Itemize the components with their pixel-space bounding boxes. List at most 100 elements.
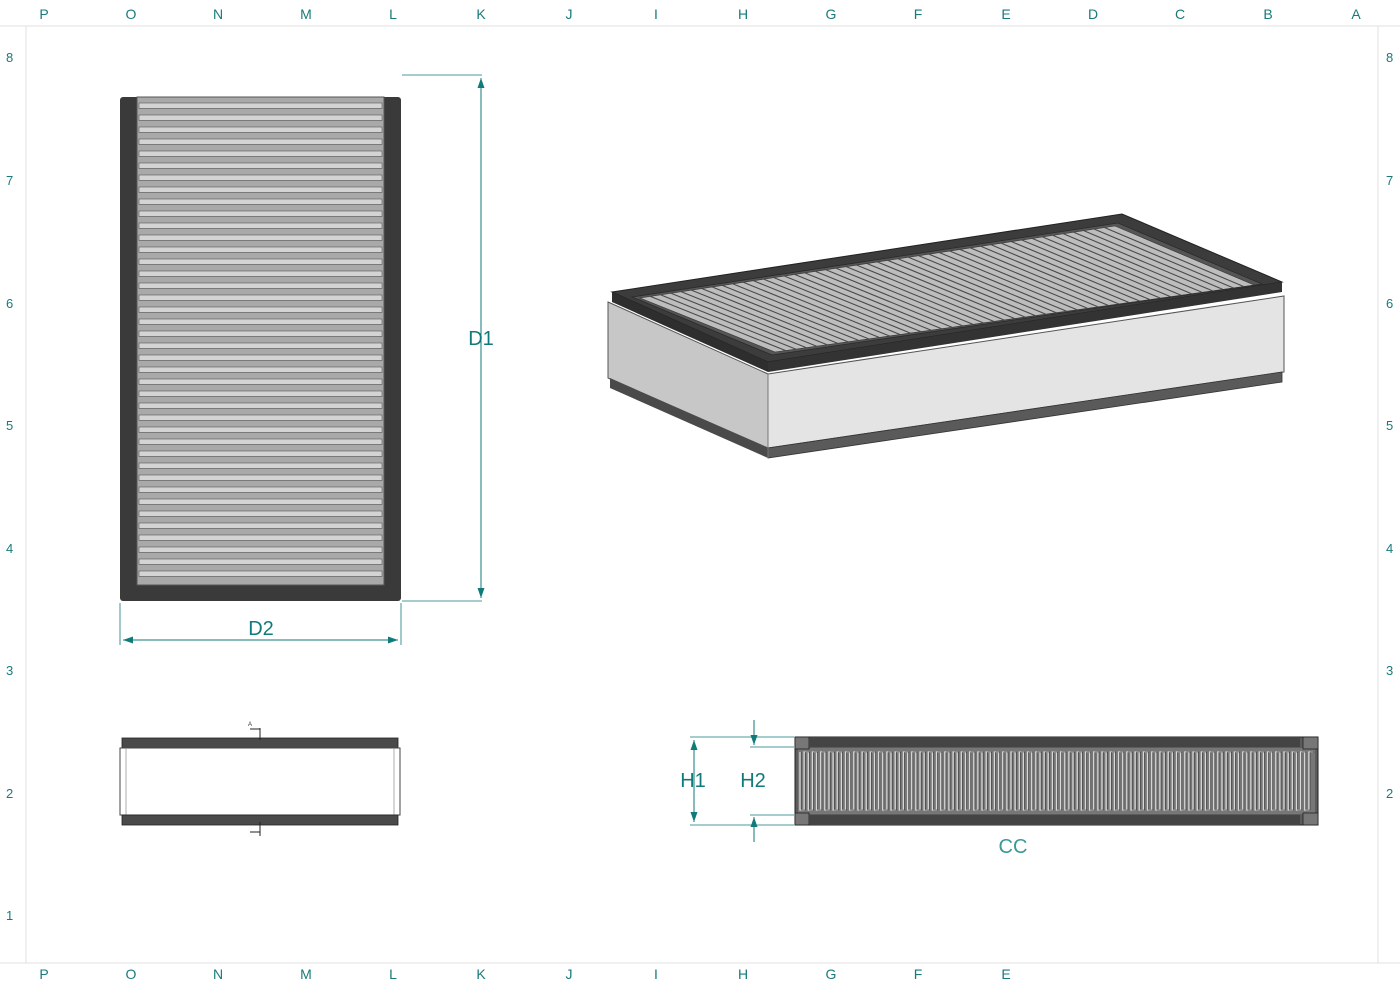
- pleat: [1063, 233, 1203, 293]
- pleat: [138, 534, 383, 541]
- pleat: [743, 281, 880, 338]
- pleat: [1083, 230, 1224, 290]
- pleat: [138, 114, 383, 121]
- grid-number: 4: [6, 541, 14, 556]
- pleat: [887, 259, 1026, 318]
- pleat: [138, 258, 383, 265]
- pleat: [990, 244, 1130, 304]
- grid-letter: P: [39, 966, 49, 982]
- pleat: [138, 306, 383, 313]
- pleat: [138, 450, 383, 457]
- grid-letter: N: [212, 6, 224, 22]
- top-view: [120, 96, 401, 601]
- pleat: [138, 234, 383, 241]
- dimension-label-h2: H2: [740, 770, 766, 792]
- grid-number: 6: [1386, 296, 1394, 311]
- dimension-label-h1: H1: [680, 770, 706, 792]
- pleat: [138, 414, 383, 421]
- grid-letter: L: [389, 966, 397, 982]
- pleat: [773, 277, 911, 334]
- section-bottom-band: [810, 815, 1300, 825]
- pleat: [866, 263, 1005, 321]
- pleat: [1042, 236, 1182, 296]
- front-view-body: [119, 747, 401, 816]
- pleat: [1032, 237, 1171, 298]
- pleat: [138, 126, 383, 133]
- dimension-label-d1: D1: [468, 328, 494, 350]
- grid-number: 3: [1386, 663, 1394, 678]
- pleat: [138, 474, 383, 481]
- iso-frame-band-right: [768, 282, 1282, 372]
- pleat: [138, 162, 383, 169]
- pleat: [1094, 228, 1234, 289]
- pleat: [670, 292, 807, 349]
- grid-letter: K: [476, 966, 486, 982]
- pleat: [138, 138, 383, 145]
- pleat: [138, 390, 383, 397]
- grid-letter: H: [737, 966, 749, 982]
- grid-number: 8: [6, 50, 14, 65]
- pleat: [722, 284, 859, 341]
- pleat: [835, 267, 974, 325]
- grid-letter: C: [1174, 6, 1186, 22]
- pleat: [138, 522, 383, 529]
- pleat: [138, 102, 383, 109]
- pleat: [138, 570, 383, 577]
- pleat: [138, 438, 383, 445]
- sheet-border: [0, 25, 1400, 964]
- pleat: [138, 294, 383, 301]
- pleat: [138, 330, 383, 337]
- pleat: [138, 486, 383, 493]
- pleat: [1052, 234, 1192, 295]
- pleat: [856, 264, 994, 322]
- pleat: [732, 283, 869, 340]
- grid-letter: O: [125, 966, 137, 982]
- pleat: [877, 261, 1015, 320]
- pleat: [138, 222, 383, 229]
- grid-number: 6: [6, 296, 14, 311]
- dimension-d1: D1: [402, 74, 494, 602]
- pleat: [1073, 231, 1213, 292]
- section-marker-top: A: [248, 722, 252, 728]
- pleat: [138, 270, 383, 277]
- grid-number: 1: [6, 908, 14, 923]
- grid-letter: B: [1263, 6, 1273, 22]
- section-top-band: [810, 737, 1300, 747]
- grid-number: 8: [1386, 50, 1394, 65]
- grid-letter: I: [654, 6, 658, 22]
- grid-number: 5: [1386, 418, 1394, 433]
- pleat: [138, 210, 383, 217]
- iso-media: [638, 225, 1256, 353]
- section-view: [794, 736, 1319, 826]
- pleat: [138, 366, 383, 373]
- pleat: [138, 198, 383, 205]
- iso-pleats: [650, 227, 1244, 352]
- pleat: [691, 289, 828, 346]
- grid-letter: M: [300, 966, 312, 982]
- grid-letter: D: [1087, 6, 1099, 22]
- iso-bottom-band-left: [610, 378, 768, 458]
- dimension-d2: D2: [119, 603, 402, 645]
- grid-number: 7: [6, 173, 14, 188]
- pleat: [949, 250, 1088, 309]
- pleat: [1021, 239, 1161, 299]
- pleat: [138, 246, 383, 253]
- grid-letter: G: [825, 966, 837, 982]
- grid-letter: M: [300, 6, 312, 22]
- grid-letter: F: [913, 966, 923, 982]
- top-view-pleats: [138, 102, 383, 577]
- pleat: [138, 354, 383, 361]
- pleat: [804, 272, 942, 330]
- grid-letter: P: [39, 6, 49, 22]
- pleat: [138, 426, 383, 433]
- grid-letter: K: [476, 6, 486, 22]
- grid-letter: J: [565, 966, 573, 982]
- grid-letter: J: [565, 6, 573, 22]
- grid-letter: I: [654, 966, 658, 982]
- pleat: [794, 273, 932, 331]
- pleat: [138, 282, 383, 289]
- pleat: [701, 288, 838, 344]
- section-label-cc: CC: [999, 836, 1028, 858]
- pleat: [1001, 242, 1140, 302]
